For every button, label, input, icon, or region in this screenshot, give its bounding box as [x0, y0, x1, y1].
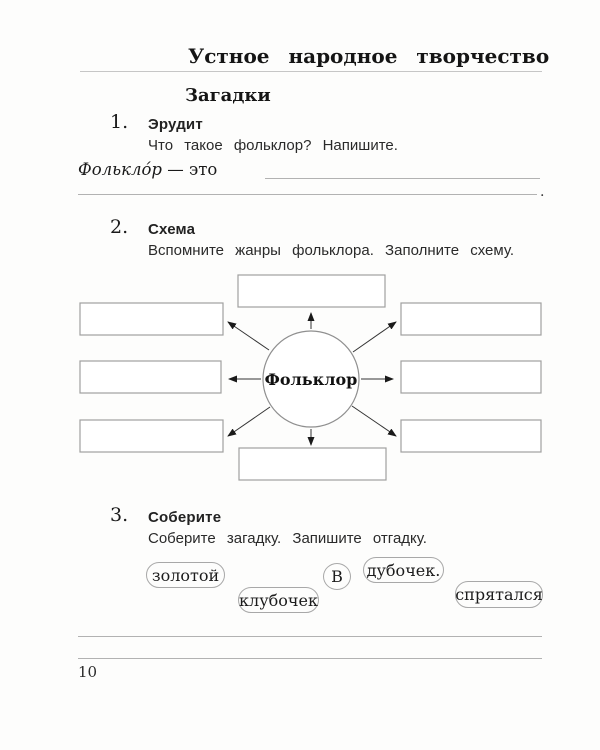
task1-number: 1.	[110, 111, 129, 133]
task3-instruction: Соберите загадку. Запишите отгадку.	[148, 530, 427, 547]
arrow-up-right	[352, 321, 397, 353]
task2-title: Схема	[148, 221, 196, 238]
task3-title: Соберите	[148, 509, 222, 526]
diagram-center-label: Фольклор	[265, 370, 358, 389]
diagram-box-top-center	[237, 274, 386, 308]
folklore-diagram: Фольклор	[79, 274, 542, 481]
task1-instruction: Что такое фольклор? Напишите.	[148, 137, 398, 154]
answer-line-period: .	[540, 184, 545, 200]
task3-number: 3.	[110, 504, 129, 526]
task2-number: 2.	[110, 216, 129, 238]
word-card-3: В	[323, 563, 351, 590]
diagram-box-top-right	[400, 302, 542, 336]
diagram-center-circle	[262, 330, 360, 428]
riddle-write-line-1	[78, 635, 542, 637]
diagram-box-middle-right	[400, 360, 542, 394]
section-heading: Загадки	[185, 85, 271, 106]
definition-term: Фолькло́р	[78, 160, 162, 179]
word-card-1: золотой	[146, 562, 225, 588]
diagram-box-middle-left	[79, 360, 222, 394]
page-title: Устное народное творчество	[188, 44, 550, 68]
diagram-box-bottom-right	[400, 419, 542, 453]
definition-rest: — это	[167, 160, 218, 179]
riddle-write-line-2	[78, 657, 542, 659]
task1-title: Эрудит	[148, 116, 203, 133]
word-card-5: спрятался	[455, 581, 543, 608]
answer-write-line	[78, 193, 537, 195]
arrow-down-left	[227, 406, 271, 437]
word-card-4: дубочек.	[363, 557, 444, 583]
diagram-box-bottom-center	[238, 447, 387, 481]
diagram-box-bottom-left	[79, 419, 224, 453]
word-card-2: клубочек	[238, 587, 319, 613]
task2-instruction: Вспомните жанры фольклора. Заполните схе…	[148, 242, 515, 259]
definition-lead: Фолькло́р — это	[78, 160, 217, 179]
arrow-down-right	[351, 405, 397, 437]
arrow-up-left	[227, 321, 270, 351]
page-number: 10	[78, 663, 98, 681]
header-rule	[80, 71, 542, 72]
definition-write-line	[265, 177, 540, 179]
diagram-box-top-left	[79, 302, 224, 336]
